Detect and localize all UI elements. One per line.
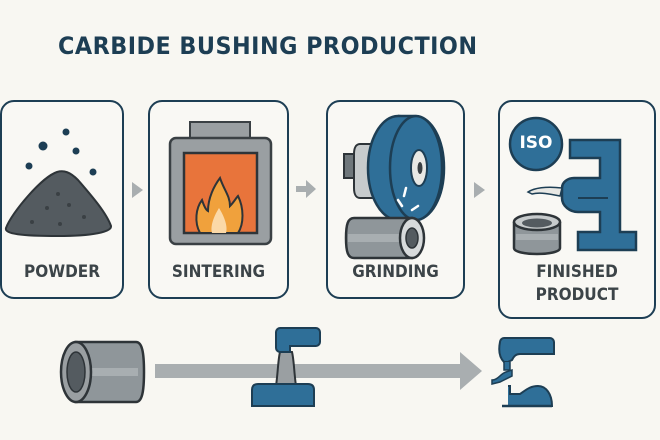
page-title: CARBIDE BUSHING PRODUCTION: [58, 32, 478, 60]
flow-arrow-icon: [296, 180, 316, 198]
bottom-flow-illustration: [59, 327, 555, 408]
flow-arrow-icon: [474, 182, 485, 198]
final-press-icon: [491, 337, 555, 408]
step-label-finished: FINISHED: [536, 262, 618, 282]
iso-badge-text: ISO: [519, 133, 553, 153]
iso-press-icon: [508, 116, 638, 256]
process-arrow-shaft: [155, 364, 465, 378]
step-finished-product: ISO FINISHED PRODUCT: [498, 100, 656, 319]
step-label-sintering: SINTERING: [171, 262, 266, 282]
powder-pile-icon: [4, 128, 112, 238]
press-tool-icon: [251, 327, 321, 407]
step-label-product: PRODUCT: [535, 285, 619, 305]
process-arrow-head: [460, 352, 482, 390]
step-powder: POWDER: [0, 100, 124, 299]
step-grinding: GRINDING: [326, 100, 465, 299]
bushing-icon: [59, 340, 146, 404]
furnace-flame-icon: [168, 121, 273, 246]
step-sintering: SINTERING: [148, 100, 289, 299]
step-label-powder: POWDER: [23, 262, 101, 282]
flow-arrow-icon: [132, 182, 143, 198]
grinding-wheel-icon: [343, 114, 446, 260]
step-label-grinding: GRINDING: [352, 262, 439, 282]
bottom-flow: [0, 310, 660, 440]
